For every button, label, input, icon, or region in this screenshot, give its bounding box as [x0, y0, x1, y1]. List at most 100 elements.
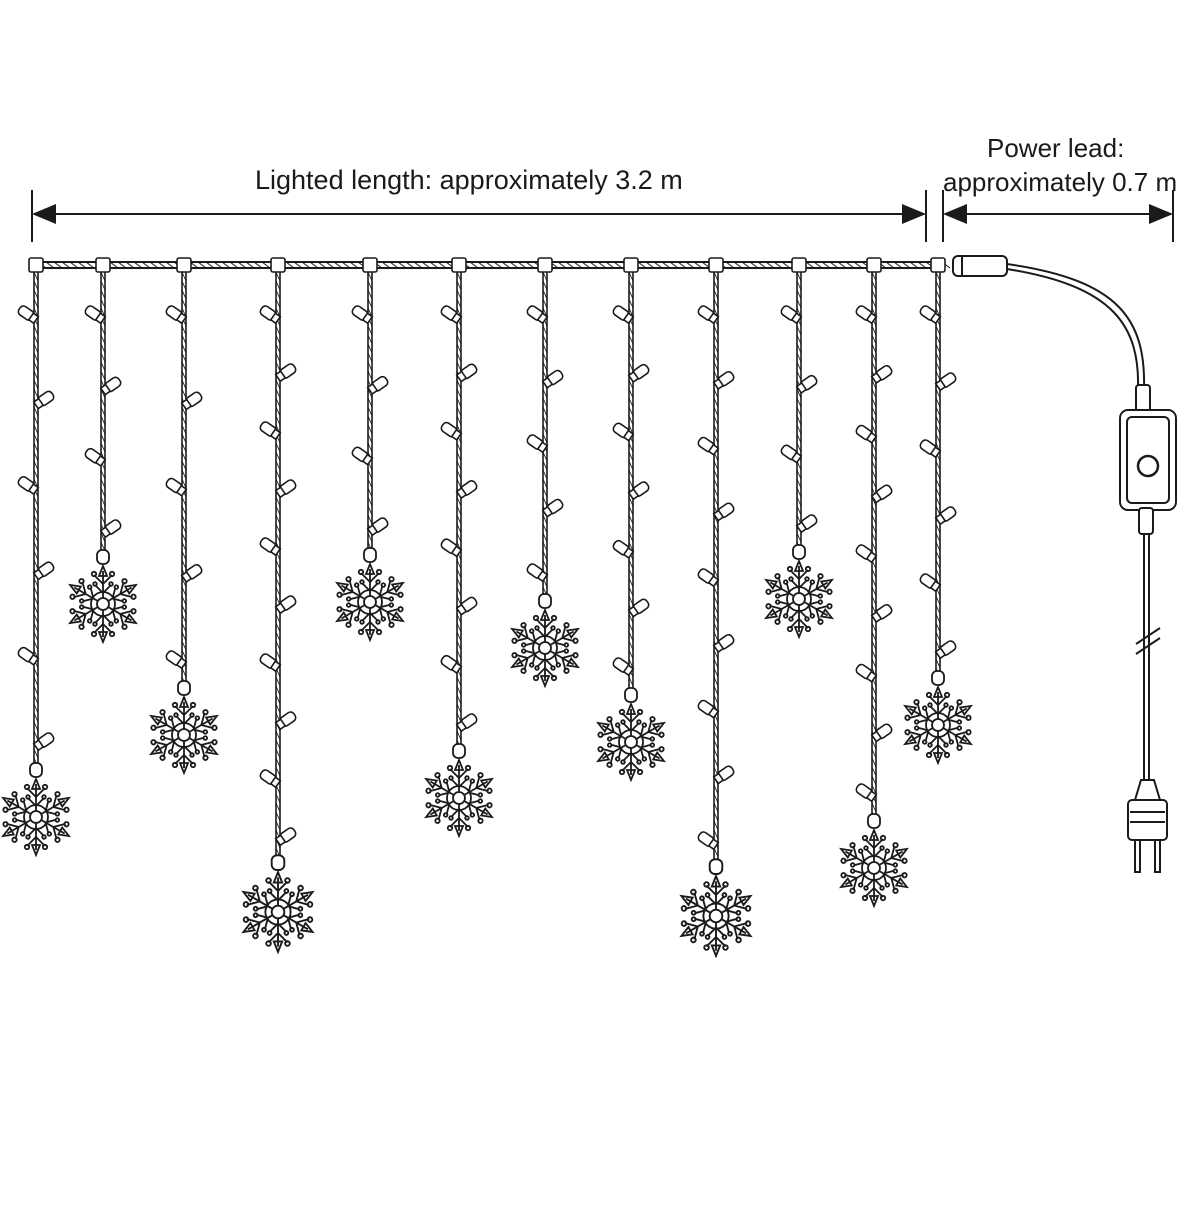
power-lead-value: approximately 0.7 m	[943, 167, 1178, 197]
bulb-icon	[934, 372, 957, 392]
bulb-icon	[697, 568, 720, 588]
bulb-icon	[934, 506, 957, 526]
bulb-icon	[697, 305, 720, 325]
bulb-icon	[99, 376, 122, 396]
bulb-icon	[870, 364, 893, 385]
snowflake-icon	[0, 762, 76, 856]
bulb-icon	[712, 765, 735, 785]
bulb-icon	[440, 538, 463, 558]
bulb-icon	[274, 363, 297, 383]
bulb-icon	[855, 544, 878, 564]
bulb-icon	[274, 595, 297, 615]
wire-clip	[791, 257, 807, 273]
wire-clip	[451, 257, 467, 273]
snowflake-icon	[330, 547, 410, 641]
snowflake-icon	[591, 687, 671, 781]
strands	[0, 257, 978, 957]
strand	[144, 257, 224, 774]
bulb-icon	[351, 446, 374, 466]
bulb-icon	[32, 561, 55, 581]
wire-clip	[866, 257, 882, 273]
bulb-icon	[627, 598, 650, 618]
wire-clip	[28, 257, 44, 273]
bulb-icon	[259, 653, 282, 673]
bulb-icon	[440, 421, 463, 441]
bulb-icon	[919, 573, 942, 593]
bulb-icon	[440, 654, 463, 675]
bulb-icon	[612, 305, 635, 325]
bulb-icon	[697, 831, 720, 851]
bulb-icon	[627, 363, 650, 384]
wire-clip	[930, 257, 946, 273]
strand	[898, 257, 978, 764]
snowflake-icon	[759, 544, 839, 638]
bulb-icon	[870, 603, 893, 624]
bulb-icon	[440, 305, 463, 325]
bulb-icon	[855, 783, 878, 803]
bulb-icon	[919, 305, 942, 325]
bulb-icon	[165, 650, 188, 670]
controller-box-icon	[1119, 409, 1177, 511]
bulb-icon	[17, 476, 40, 496]
bulb-icon	[455, 713, 478, 733]
bulb-icon	[180, 391, 203, 411]
wire-clip	[708, 257, 724, 273]
bulb-icon	[780, 444, 803, 464]
bulb-icon	[165, 305, 188, 325]
bulb-icon	[526, 305, 549, 325]
bulb-icon	[697, 436, 720, 456]
bulb-icon	[526, 434, 549, 454]
bulb-icon	[612, 539, 635, 560]
wire-clip	[623, 257, 639, 273]
power-lead	[952, 255, 1177, 873]
snowflake-icon	[674, 858, 758, 957]
bulb-icon	[351, 305, 374, 325]
strand	[0, 257, 76, 856]
snowflake-icon	[63, 549, 143, 643]
cable-break-mark	[1135, 627, 1161, 645]
bulb-icon	[274, 711, 297, 731]
main-wire	[29, 261, 951, 269]
power-lead-title: Power lead:	[987, 133, 1125, 163]
bulb-icon	[712, 370, 735, 391]
bulb-icon	[526, 563, 549, 583]
bulb-icon	[259, 421, 282, 441]
plug-icon	[1127, 779, 1168, 873]
controller-button-icon	[1136, 454, 1160, 478]
bulb-icon	[795, 374, 818, 395]
bulb-icon	[697, 699, 720, 719]
wire-clip	[95, 257, 111, 273]
bulb-icon	[870, 484, 893, 504]
bulb-icon	[712, 502, 735, 522]
bulb-icon	[259, 305, 282, 325]
bulb-icon	[84, 447, 107, 468]
bulb-icon	[17, 305, 40, 325]
bulb-icon	[32, 732, 55, 752]
bulb-icon	[274, 827, 297, 847]
bulb-icon	[17, 646, 40, 666]
bulb-icon	[855, 663, 878, 683]
strand	[591, 257, 671, 781]
bulb-icon	[455, 596, 478, 616]
bulb-icon	[259, 537, 282, 557]
dimension-lines	[31, 190, 1174, 242]
strand	[330, 257, 410, 641]
wire-clip	[362, 257, 378, 273]
bulb-icon	[99, 519, 122, 539]
bulb-icon	[455, 363, 478, 383]
bulb-icon	[627, 481, 650, 501]
snowflake-icon	[834, 813, 914, 907]
bulb-icon	[712, 633, 735, 654]
bulb-icon	[855, 305, 878, 325]
bulb-icon	[541, 498, 564, 518]
strand	[419, 257, 499, 837]
snowflake-icon	[144, 680, 224, 774]
wire-clip	[176, 257, 192, 273]
wire-clip	[270, 257, 286, 273]
bulb-icon	[274, 479, 297, 499]
strand	[63, 257, 143, 643]
bulb-icon	[541, 369, 564, 389]
bulb-icon	[32, 390, 55, 410]
bulb-icon	[919, 439, 942, 459]
